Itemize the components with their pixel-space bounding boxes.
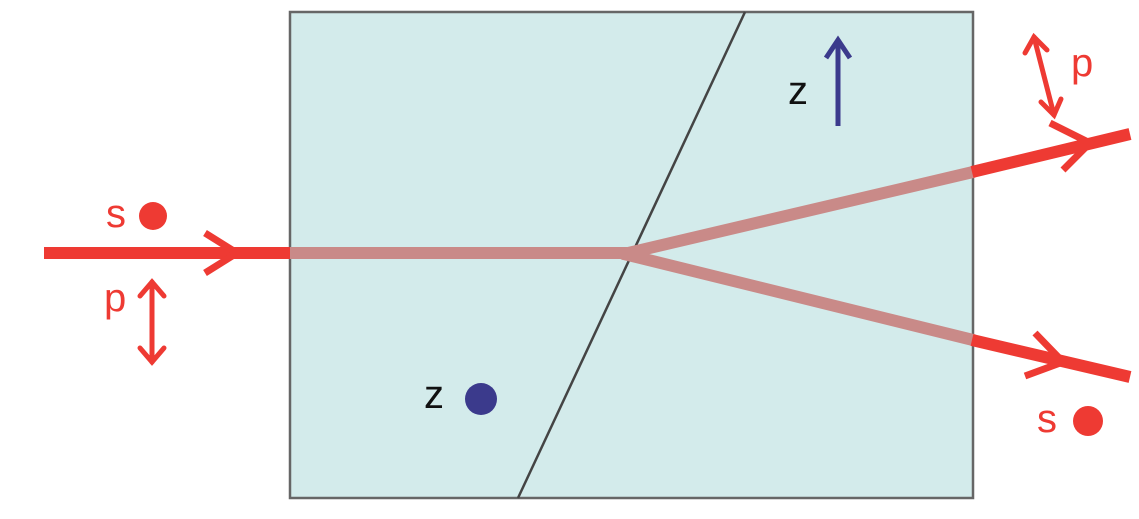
s-polarization-dot-out [1073, 406, 1103, 436]
label-p-out: p [1071, 41, 1093, 85]
label-z-right: z [788, 69, 808, 113]
label-s-out: s [1037, 397, 1057, 441]
p-polarization-arrow-in [137, 278, 167, 366]
s-polarization-dot-in [139, 202, 167, 230]
label-s-in: s [106, 192, 126, 236]
label-z-left: z [424, 373, 444, 417]
inner-beam-lower [618, 248, 979, 346]
outgoing-beam-lower [970, 334, 1132, 383]
p-polarization-arrow-out [1022, 32, 1064, 120]
optic-axis-dot-left [465, 383, 497, 415]
inner-beam-upper [618, 166, 979, 260]
incoming-beam-arrowhead [203, 230, 244, 276]
outgoing-beam-upper-arrowhead [1048, 119, 1096, 173]
outgoing-beam-upper [970, 128, 1132, 178]
outgoing-beam-lower-arrowhead [1023, 330, 1070, 380]
label-p-in: p [104, 276, 126, 320]
optic-axis-arrow-right [823, 35, 853, 126]
